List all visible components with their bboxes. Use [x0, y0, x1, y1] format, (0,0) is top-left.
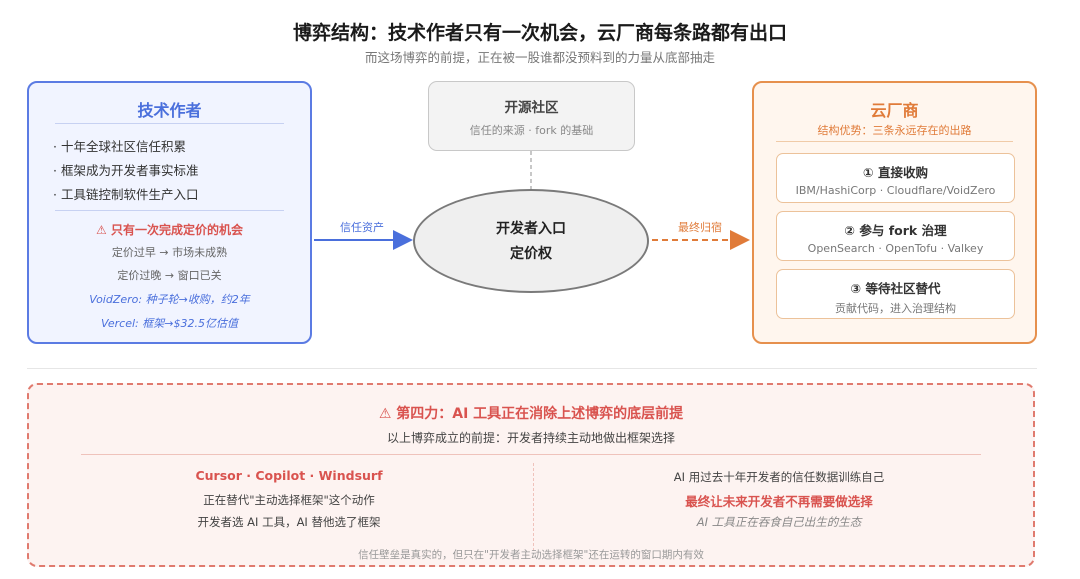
ai-effect-bold: 最终让未来开发者不再需要做选择	[685, 494, 873, 509]
cloud-option: ① 直接收购 IBM/HashiCorp · Cloudflare/VoidZe…	[776, 153, 1015, 203]
author-bullet: · 十年全球社区信任积累	[53, 139, 186, 154]
author-bullet: · 框架成为开发者事实标准	[53, 163, 199, 178]
divider	[776, 141, 1013, 142]
cloud-title: 云厂商	[870, 101, 919, 120]
author-example: VoidZero: 种子轮→收购，约2年	[89, 293, 250, 306]
author-panel: 技术作者 · 十年全球社区信任积累 · 框架成为开发者事实标准 · 工具链控制软…	[27, 81, 312, 344]
ai-effect-italic: AI 工具正在吞食自己出生的生态	[696, 515, 862, 529]
fourth-force-title: ⚠ 第四力：AI 工具正在消除上述博弈的底层前提	[378, 406, 684, 422]
cloud-option-detail: IBM/HashiCorp · Cloudflare/VoidZero	[795, 184, 996, 197]
author-bullets: · 十年全球社区信任积累 · 框架成为开发者事实标准 · 工具链控制软件生产入口	[53, 135, 198, 207]
cloud-option: ② 参与 fork 治理 OpenSearch · OpenTofu · Val…	[776, 211, 1015, 261]
divider	[55, 210, 284, 211]
ai-tools-line: 开发者选 AI 工具，AI 替他选了框架	[197, 515, 381, 529]
page-subtitle: 而这场博弈的前提，正在被一股谁都没预料到的力量从底部抽走	[364, 50, 715, 65]
community-title: 开源社区	[504, 100, 559, 116]
author-line: 定价过晚 → 窗口已关	[117, 269, 222, 282]
page-title: 博弈结构：技术作者只有一次机会，云厂商每条路都有出口	[292, 22, 787, 44]
cloud-option-detail: 贡献代码，进入治理结构	[835, 302, 956, 315]
cloud-subtitle: 结构优势：三条永远存在的出路	[817, 124, 972, 137]
fourth-force-panel: ⚠ 第四力：AI 工具正在消除上述博弈的底层前提 以上博弈成立的前提：开发者持续…	[27, 383, 1035, 567]
cloud-option-title: ① 直接收购	[863, 165, 928, 180]
trust-arrow-label: 信任资产	[340, 221, 384, 234]
cloud-panel: 云厂商 结构优势：三条永远存在的出路 ① 直接收购 IBM/HashiCorp …	[752, 81, 1037, 344]
divider	[81, 454, 981, 455]
author-bullet: · 工具链控制软件生产入口	[53, 187, 199, 202]
destination-arrow-label: 最终归宿	[678, 221, 722, 234]
cloud-option-title: ③ 等待社区替代	[850, 281, 941, 296]
author-warning: ⚠ 只有一次完成定价的机会	[96, 223, 243, 237]
fourth-force-subtitle: 以上博弈成立的前提：开发者持续主动地做出框架选择	[386, 431, 675, 445]
divider	[55, 123, 284, 124]
cloud-option-detail: OpenSearch · OpenTofu · Valkey	[807, 242, 984, 255]
section-separator	[27, 368, 1037, 369]
cloud-option-title: ② 参与 fork 治理	[844, 223, 947, 238]
center-line-2: 定价权	[510, 246, 552, 262]
community-box: 开源社区 信任的来源 · fork 的基础	[428, 81, 635, 151]
community-subtitle: 信任的来源 · fork 的基础	[469, 124, 594, 137]
author-title: 技术作者	[137, 101, 202, 120]
cloud-option: ③ 等待社区替代 贡献代码，进入治理结构	[776, 269, 1015, 319]
center-line-1: 开发者入口	[496, 221, 566, 237]
ai-tools-line: 正在替代"主动选择框架"这个动作	[203, 493, 375, 507]
author-line: 定价过早 → 市场未成熟	[111, 246, 228, 259]
developer-entry-node: 开发者入口 定价权	[413, 189, 649, 293]
fourth-force-footer: 信任壁垒是真实的，但只在"开发者主动选择框架"还在运转的窗口期内有效	[358, 549, 704, 561]
ai-effect-line: AI 用过去十年开发者的信任数据训练自己	[673, 470, 885, 484]
vertical-divider	[533, 463, 534, 551]
author-example: Vercel: 框架→$32.5亿估值	[101, 317, 238, 330]
ai-tools-title: Cursor · Copilot · Windsurf	[195, 468, 383, 483]
